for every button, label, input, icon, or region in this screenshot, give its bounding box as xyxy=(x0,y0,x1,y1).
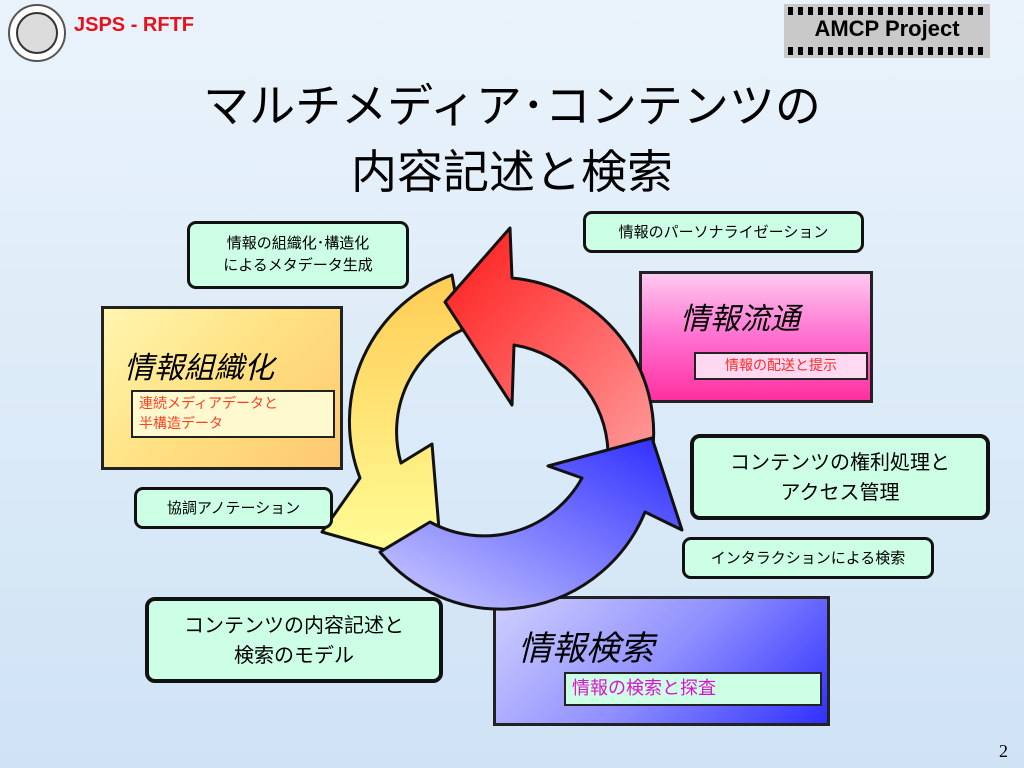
retrieval-area-title: 情報検索 xyxy=(518,629,654,669)
film-perforation-bottom xyxy=(788,47,986,55)
organization-area-title: 情報組織化 xyxy=(124,351,274,386)
page-number: 2 xyxy=(999,741,1008,761)
rights-management-line1: コンテンツの権利処理と xyxy=(730,450,950,474)
personalization-label: 情報のパーソナライゼーション xyxy=(583,211,864,253)
retrieval-area: 情報検索 情報の検索と探査 xyxy=(493,596,830,726)
film-perforation-top xyxy=(788,7,986,15)
cycle-arrow-yellow xyxy=(320,273,464,568)
retrieval-area-sub: 情報の検索と探査 xyxy=(564,672,822,706)
university-logo xyxy=(8,4,66,62)
organization-area-sub: 連続メディアデータと 半構造データ xyxy=(131,390,335,438)
metadata-generation-line1: 情報の組織化･構造化 xyxy=(226,234,370,252)
interaction-search-label: インタラクションによる検索 xyxy=(682,537,934,579)
content-model-line2: 検索のモデル xyxy=(234,643,354,667)
distribution-area-title: 情報流通 xyxy=(680,302,800,337)
distribution-area-sub: 情報の配送と提示 xyxy=(694,352,868,380)
cycle-arrow-blue xyxy=(378,436,684,611)
content-model-line1: コンテンツの内容記述と xyxy=(184,613,404,637)
annotation-label: 協調アノテーション xyxy=(134,487,333,529)
slide-title-line1: マルチメディア･コンテンツの xyxy=(203,79,821,133)
slide-title-line2: 内容記述と検索 xyxy=(351,145,673,199)
cycle-arrow-red xyxy=(443,226,656,458)
metadata-generation-line2: によるメタデータ生成 xyxy=(223,256,373,274)
org-label: JSPS - RFTF xyxy=(74,14,195,36)
content-model-label: コンテンツの内容記述と 検索のモデル xyxy=(145,597,443,683)
organization-area: 情報組織化 連続メディアデータと 半構造データ xyxy=(101,306,343,470)
rights-management-line2: アクセス管理 xyxy=(780,480,900,504)
project-badge-label: AMCP Project xyxy=(814,16,960,41)
project-badge: AMCP Project xyxy=(784,4,990,58)
seal-icon xyxy=(16,12,58,54)
distribution-area: 情報流通 情報の配送と提示 xyxy=(639,271,873,403)
organization-area-sub-line2: 半構造データ xyxy=(139,416,223,432)
rights-management-label: コンテンツの権利処理と アクセス管理 xyxy=(690,434,990,520)
organization-area-sub-line1: 連続メディアデータと xyxy=(139,396,279,412)
metadata-generation-label: 情報の組織化･構造化 によるメタデータ生成 xyxy=(187,221,409,289)
